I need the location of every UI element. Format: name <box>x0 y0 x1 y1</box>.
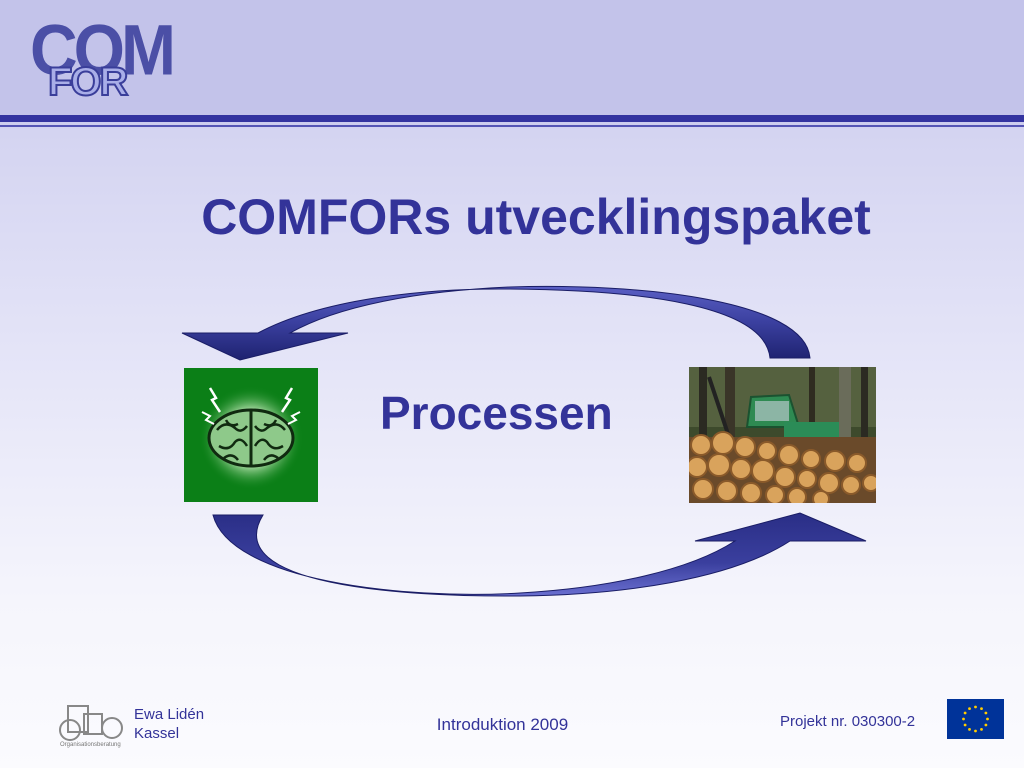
brain-icon <box>184 368 318 502</box>
footer-center-text: Introduktion 2009 <box>436 715 569 734</box>
bottom-arrow <box>212 512 867 597</box>
top-arrow <box>181 285 811 361</box>
process-label: Processen <box>380 387 613 439</box>
footer-project-number: Projekt nr. 030300-2 <box>780 713 916 730</box>
footer-name: Ewa Lidén <box>134 706 205 723</box>
logo-caption: Organisationsberatung <box>60 742 121 748</box>
eu-flag-icon <box>947 699 1004 739</box>
header-rule <box>0 115 1024 122</box>
slide-title: COMFORs utvecklingspaket <box>201 189 871 245</box>
organisationsberatung-logo: Organisationsberatung <box>58 702 130 748</box>
logo-com-text: COM <box>30 9 176 90</box>
logo-for-text: FOR <box>47 60 129 104</box>
forest-logs-photo <box>689 367 876 503</box>
comfor-logo: COM FOR <box>30 14 176 105</box>
footer-city: Kassel <box>134 725 180 742</box>
header-rule-thin <box>0 125 1024 127</box>
footer-person: Ewa Lidén Kassel <box>134 705 204 743</box>
